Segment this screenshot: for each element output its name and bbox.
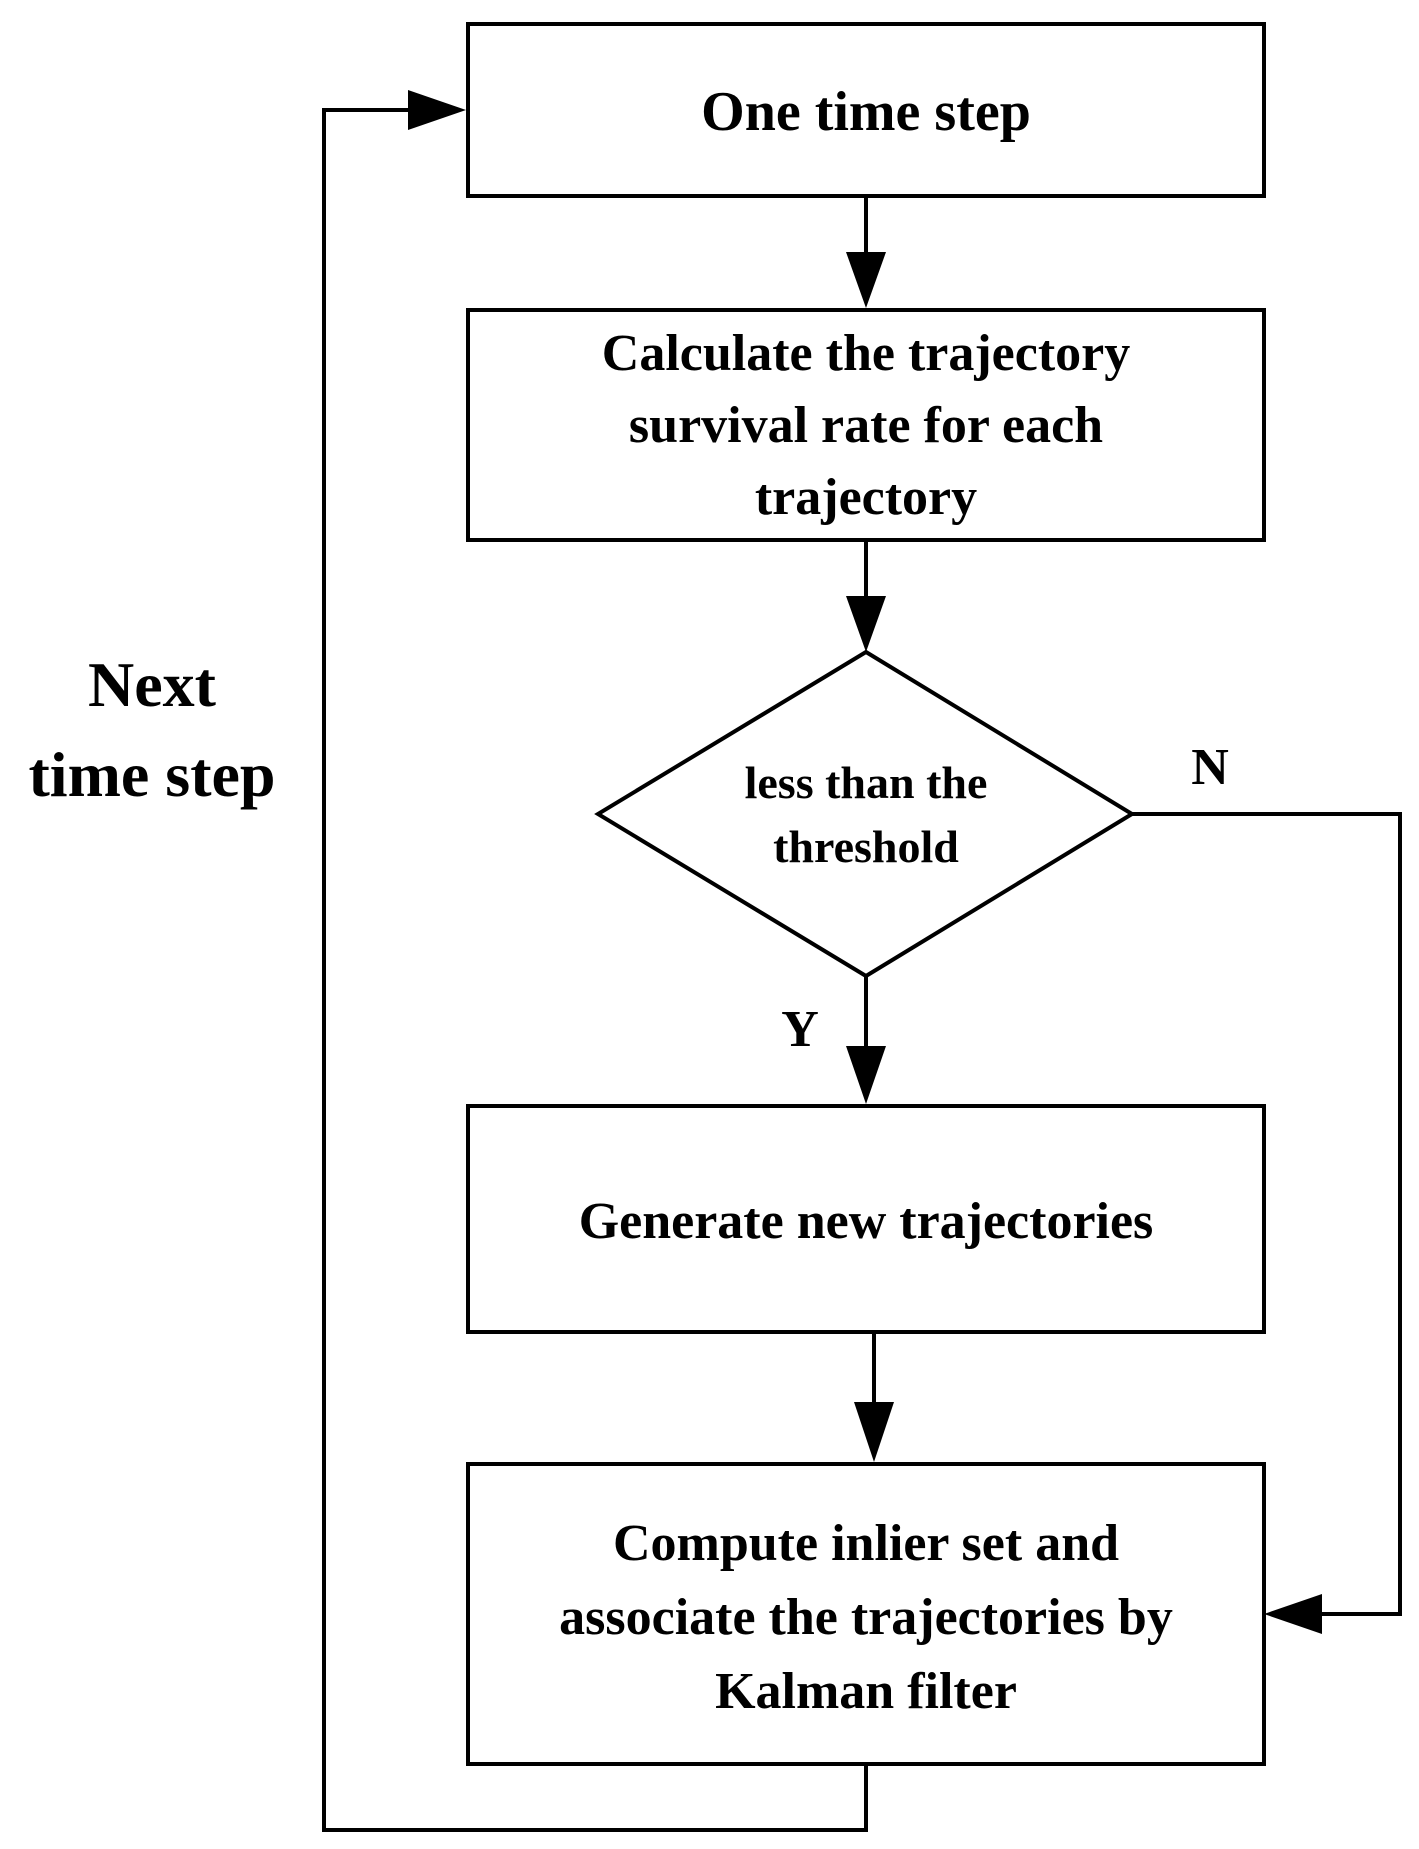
step-calculate-survival-rate: Calculate the trajectory survival rate f…	[466, 308, 1266, 542]
step-calc-label-line2: survival rate for each	[629, 397, 1103, 454]
step-compute-label-line1: Compute inlier set and	[613, 1515, 1119, 1572]
step-compute-label-line2: associate the trajectories by	[559, 1589, 1173, 1646]
arrow-decision-yes-to-generate	[846, 976, 886, 1104]
step-generate-new-trajectories: Generate new trajectories	[466, 1104, 1266, 1334]
loop-label: Next time step	[28, 649, 275, 810]
arrow-step-one-to-calc	[846, 196, 886, 308]
step-one-time-step: One time step	[466, 22, 1266, 198]
step-calc-label-line1: Calculate the trajectory	[602, 325, 1130, 382]
decision-label-line1: less than the	[745, 757, 988, 808]
decision-diamond	[594, 649, 1136, 979]
step-one-box	[466, 22, 1266, 198]
arrow-decision-no-to-compute	[1132, 812, 1402, 1634]
branch-yes-label: Y	[781, 1001, 819, 1058]
step-calc-box	[466, 308, 1266, 542]
arrow-calc-to-decision	[846, 540, 886, 652]
decision-threshold: less than the threshold	[594, 649, 1136, 979]
branch-no-label: N	[1191, 739, 1229, 796]
loop-label-line2: time step	[28, 739, 275, 810]
arrow-generate-to-compute	[854, 1332, 894, 1462]
decision-label-line2: threshold	[773, 821, 959, 872]
step-generate-box	[466, 1104, 1266, 1334]
step-compute-label-line3: Kalman filter	[715, 1663, 1017, 1720]
step-generate-label: Generate new trajectories	[579, 1193, 1154, 1250]
step-compute-inlier-set: Compute inlier set and associate the tra…	[466, 1462, 1266, 1766]
step-one-label: One time step	[701, 81, 1031, 143]
loop-label-line1: Next	[88, 649, 217, 720]
step-calc-label-line3: trajectory	[755, 469, 977, 526]
arrow-loop-next-time-step	[322, 90, 868, 1832]
step-compute-box	[466, 1462, 1266, 1766]
